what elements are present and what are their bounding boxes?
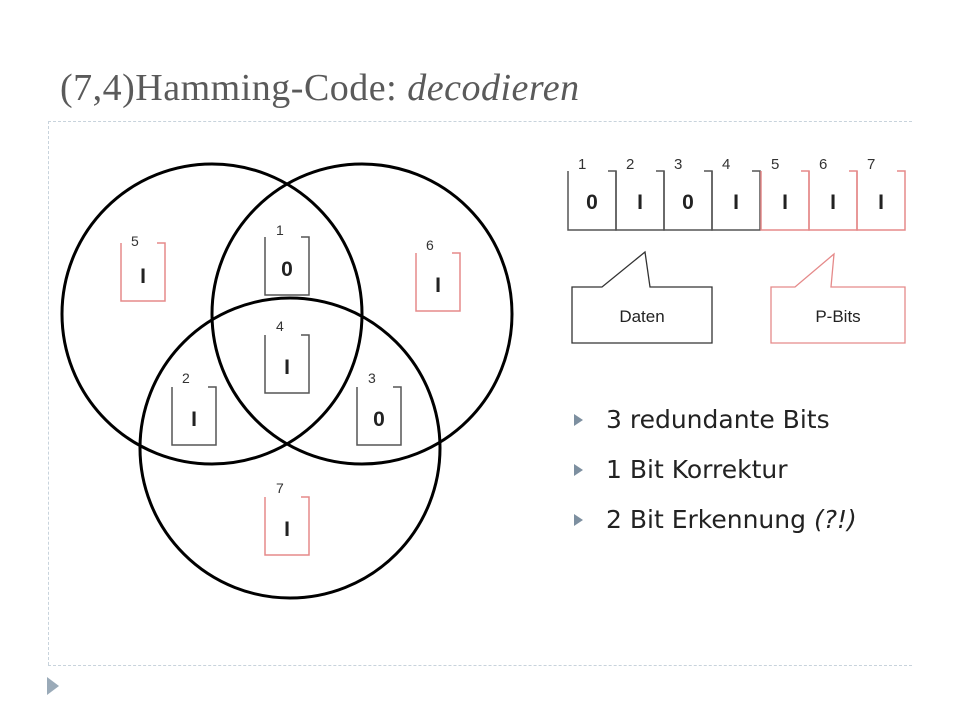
codeword-position: 1 xyxy=(578,156,586,173)
venn-circle-right xyxy=(210,162,514,466)
venn-cell-position: 6 xyxy=(426,237,434,253)
venn-cell: 4 I xyxy=(264,318,310,394)
codeword-bit: I xyxy=(878,191,884,214)
parity-bits-callout-shape xyxy=(770,252,906,344)
venn-cell-bit: I xyxy=(284,518,290,541)
codeword-cell: 6 I xyxy=(808,156,858,231)
bullet-item: 2 Bit Erkennung (?!) xyxy=(570,500,857,550)
codeword-cell: 2 I xyxy=(615,156,665,231)
bullet-item: 1 Bit Korrektur xyxy=(570,450,857,500)
codeword-bit: I xyxy=(637,191,643,214)
venn-cell-frame xyxy=(171,386,217,446)
data-bits-callout-label: Daten xyxy=(619,307,664,326)
venn-cell-position: 5 xyxy=(131,233,139,249)
venn-circle-left xyxy=(60,162,364,466)
venn-cell-frame xyxy=(356,386,402,446)
parity-bits-callout-label: P-Bits xyxy=(815,307,860,326)
venn-circle-bottom xyxy=(138,296,442,600)
bullet-text: 1 Bit Korrektur xyxy=(606,455,788,484)
codeword-cell: 3 0 xyxy=(663,156,713,231)
codeword-position: 4 xyxy=(722,156,730,173)
venn-cell: 3 0 xyxy=(356,370,402,446)
venn-cell-frame xyxy=(264,334,310,394)
bullet-list: 3 redundante Bits 1 Bit Korrektur 2 Bit … xyxy=(570,400,857,550)
venn-cell-bit: 0 xyxy=(281,258,293,281)
venn-cell: 2 I xyxy=(171,370,217,446)
venn-cell-position: 4 xyxy=(276,318,284,334)
bottom-divider xyxy=(48,665,912,666)
bullet-text: 2 Bit Erkennung xyxy=(606,505,814,534)
codeword-row: 1 0 2 I 3 0 4 I 5 I 6 I 7 xyxy=(567,156,906,231)
codeword-cell: 5 I xyxy=(760,156,810,231)
venn-cell-bit: I xyxy=(435,274,441,297)
codeword-position: 3 xyxy=(674,156,682,173)
next-slide-arrow-icon[interactable] xyxy=(47,677,59,695)
venn-circles xyxy=(60,162,514,600)
codeword-bit: 0 xyxy=(586,191,598,214)
venn-cell-position: 3 xyxy=(368,370,376,386)
venn-cell: 7 I xyxy=(264,480,310,556)
venn-cell: 1 0 xyxy=(264,222,310,296)
codeword-cell-frame xyxy=(711,170,761,231)
venn-cell-frame xyxy=(120,242,166,302)
venn-cell: 5 I xyxy=(120,233,166,302)
title-emphasis: decodieren xyxy=(407,67,580,109)
bullet-item: 3 redundante Bits xyxy=(570,400,857,450)
venn-cell-bit: I xyxy=(140,265,146,288)
top-divider xyxy=(48,121,912,122)
bullet-arrow-icon xyxy=(574,414,583,426)
bullet-text: 3 redundante Bits xyxy=(606,405,830,434)
codeword-position: 5 xyxy=(771,156,779,173)
slide-title: (7,4)Hamming-Code: decodieren xyxy=(60,66,580,110)
venn-cell-frame xyxy=(415,252,461,312)
bullet-arrow-icon xyxy=(574,514,583,526)
codeword-position: 6 xyxy=(819,156,827,173)
codeword-position: 7 xyxy=(867,156,875,173)
venn-cell: 6 I xyxy=(415,237,461,312)
venn-cell-frame xyxy=(264,496,310,556)
data-bits-callout: Daten xyxy=(571,250,713,344)
left-divider xyxy=(48,121,49,665)
data-bits-callout-shape xyxy=(571,250,713,344)
codeword-cell-frame xyxy=(856,170,906,231)
codeword-bit: I xyxy=(830,191,836,214)
venn-cell-position: 2 xyxy=(182,370,190,386)
venn-cell-frame xyxy=(264,236,310,296)
venn-cell-bit: 0 xyxy=(373,408,385,431)
venn-cell-position: 7 xyxy=(276,480,284,496)
codeword-cell: 1 0 xyxy=(567,156,617,231)
venn-cell-bit: I xyxy=(191,408,197,431)
bullet-note: (?!) xyxy=(813,505,857,534)
bullet-arrow-icon xyxy=(574,464,583,476)
title-main: (7,4)Hamming-Code: xyxy=(60,67,408,109)
codeword-cell: 4 I xyxy=(711,156,761,231)
codeword-bit: 0 xyxy=(682,191,694,214)
codeword-position: 2 xyxy=(626,156,634,173)
venn-cell-position: 1 xyxy=(276,222,284,238)
parity-bits-callout: P-Bits xyxy=(770,252,906,344)
codeword-bit: I xyxy=(782,191,788,214)
codeword-cell: 7 I xyxy=(856,156,906,231)
codeword-bit: I xyxy=(733,191,739,214)
venn-cell-bit: I xyxy=(284,356,290,379)
